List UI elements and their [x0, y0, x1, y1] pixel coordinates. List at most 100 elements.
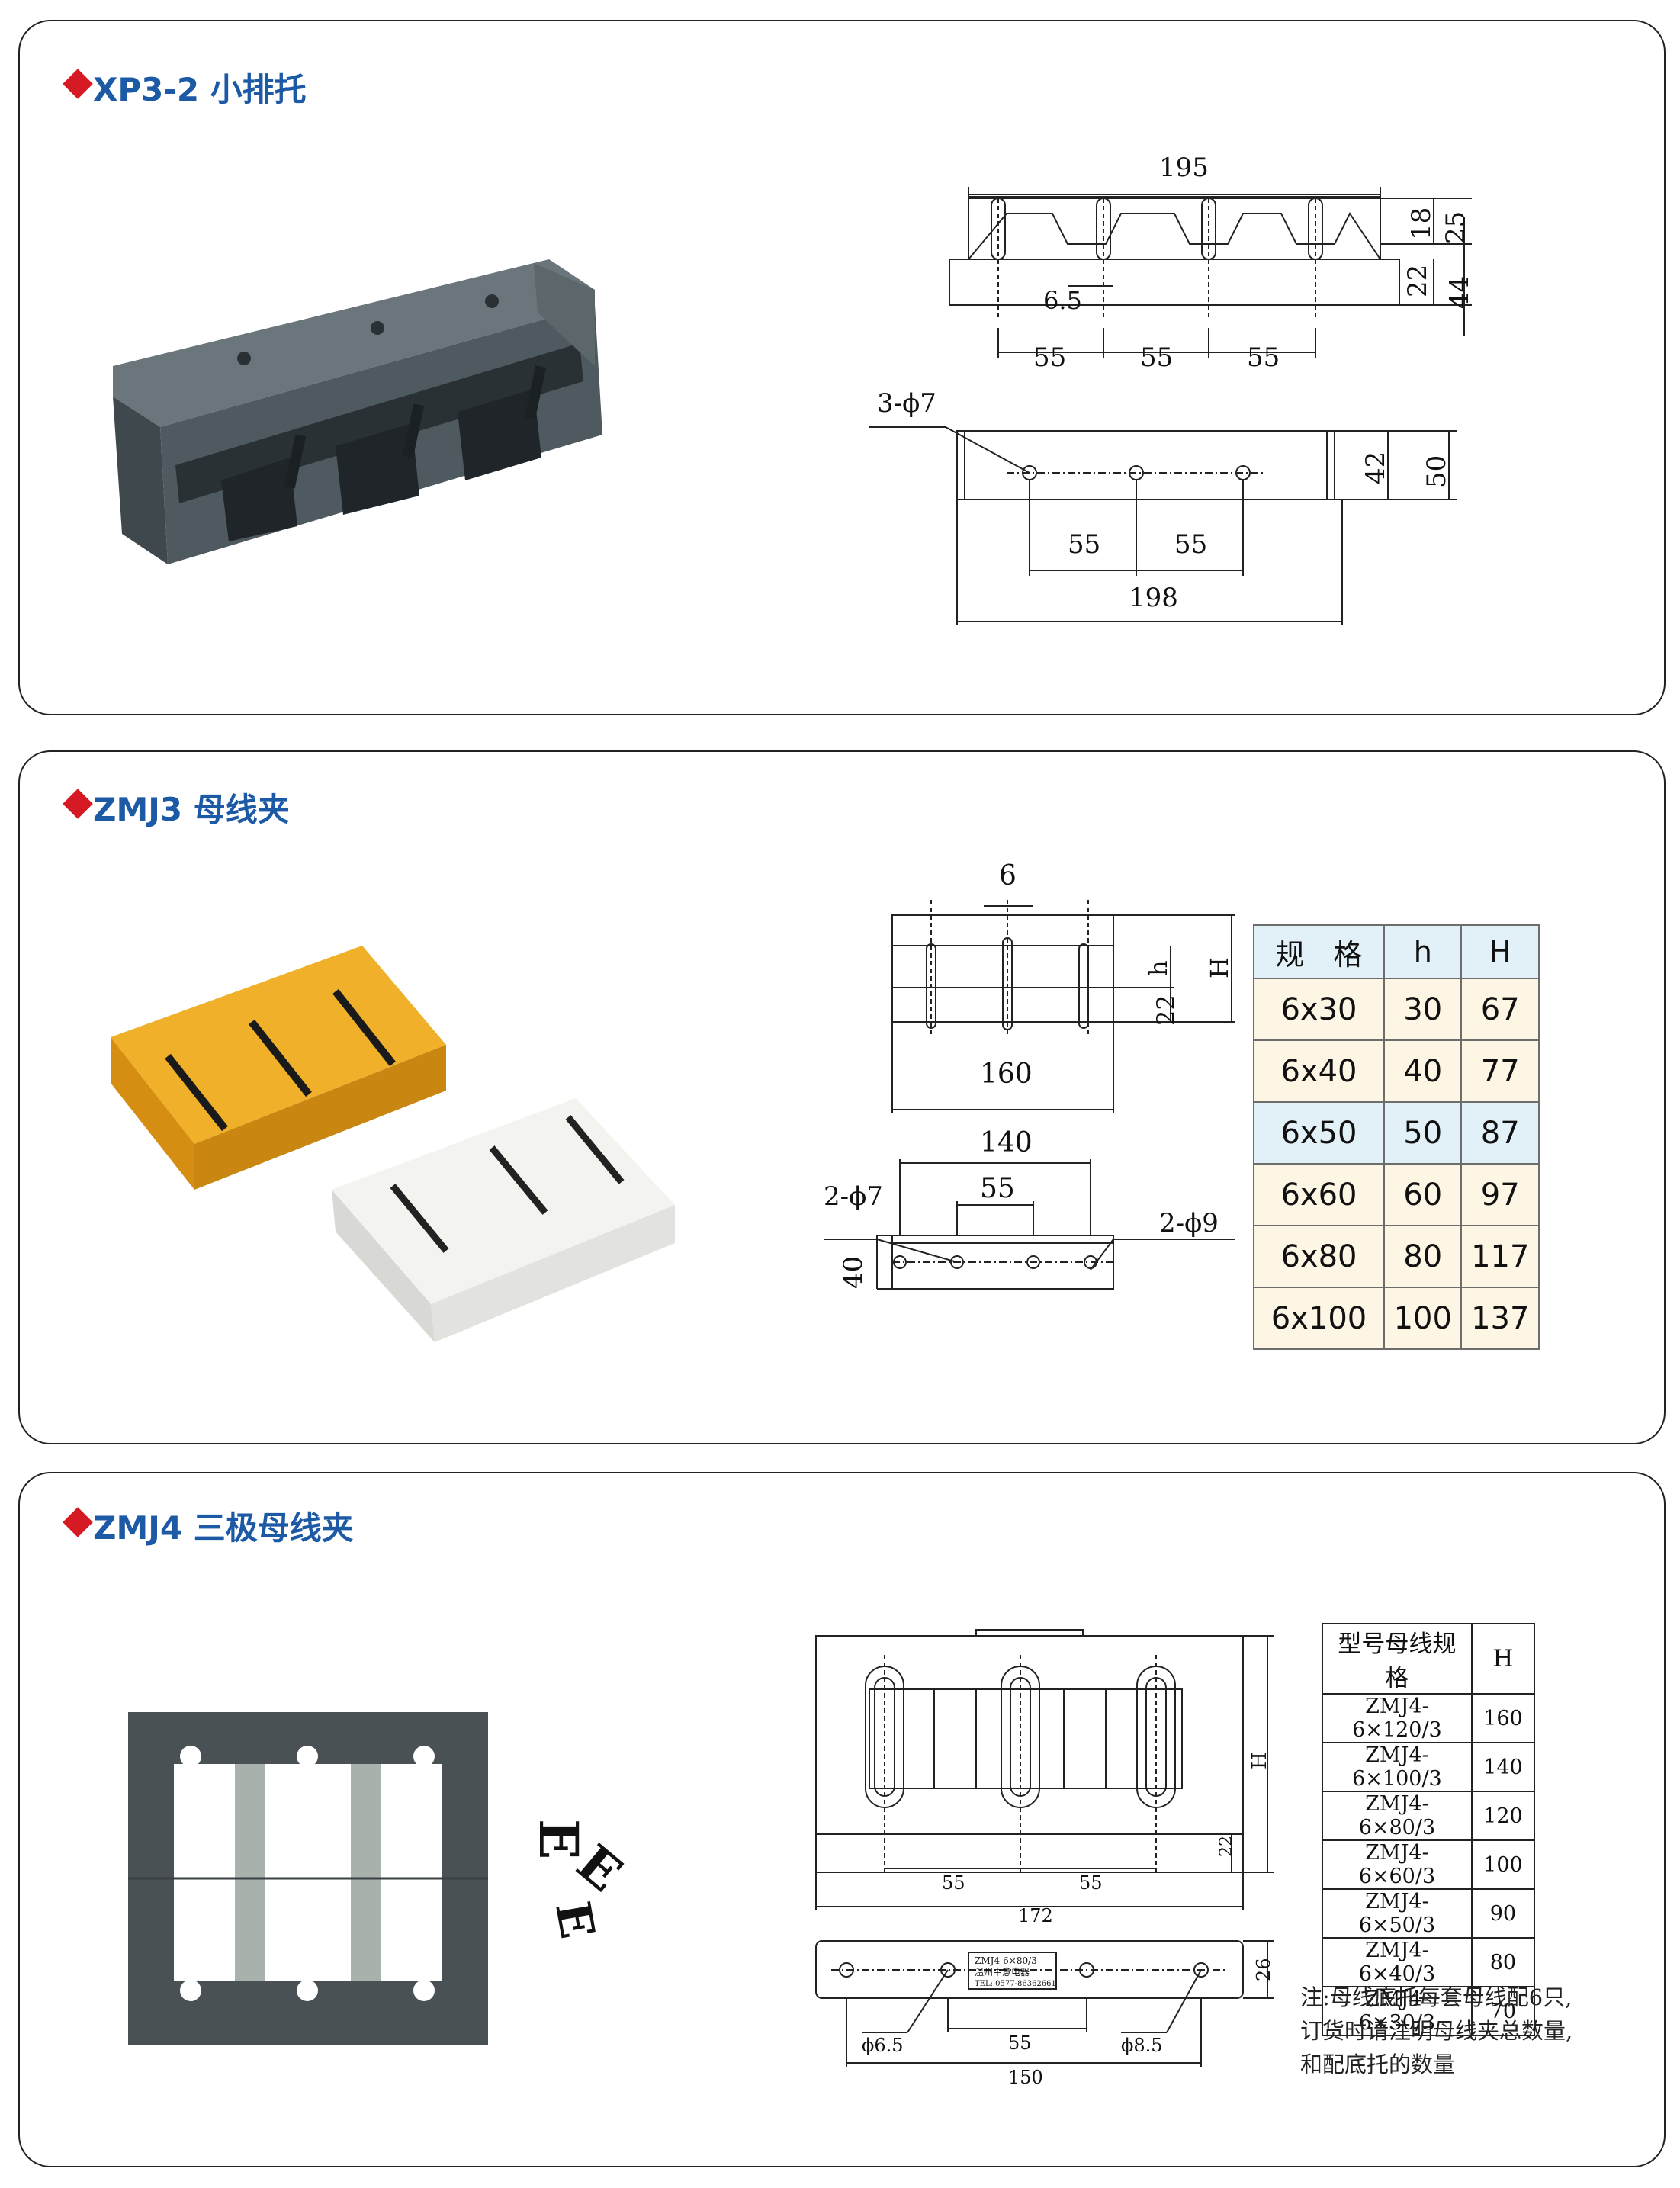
xp3-2-product-image	[113, 259, 602, 564]
table-cell: 77	[1460, 1039, 1540, 1103]
dim-140: 140	[980, 1127, 1033, 1158]
dim-H: H	[1205, 957, 1234, 978]
dim-3-phi7: 3-ϕ7	[877, 388, 936, 419]
dim-H: H	[1248, 1752, 1271, 1769]
header-spec: 规 格	[1253, 924, 1385, 979]
table-cell: ZMJ4-6×50/3	[1322, 1888, 1473, 1939]
dim-phi8-5: ϕ8.5	[1121, 2035, 1163, 2056]
table-cell: 6x40	[1253, 1039, 1385, 1103]
table-cell: 117	[1460, 1225, 1540, 1288]
table-cell: 6x50	[1253, 1101, 1385, 1165]
table-cell: 30	[1383, 978, 1463, 1041]
dim-plan-55: 55	[1008, 2032, 1032, 2054]
table-cell: ZMJ4-6×80/3	[1322, 1791, 1473, 1841]
table-header-row: 型号母线规格 H	[1322, 1623, 1536, 1695]
nameplate-line-2: 温州中意电器	[975, 1966, 1030, 1978]
table-cell: ZMJ4-6×120/3	[1322, 1693, 1473, 1743]
zmj3-product-image	[111, 946, 675, 1342]
table-cell: ZMJ4-6×30/3	[1322, 1986, 1473, 2036]
table-cell: 87	[1460, 1101, 1540, 1165]
svg-text:E: E	[544, 1897, 606, 1942]
dim-55-b: 55	[1079, 1872, 1103, 1894]
plan-dim-55-b: 55	[1174, 529, 1207, 560]
table-cell: 67	[1460, 978, 1540, 1041]
dim-25: 25	[1441, 211, 1471, 244]
section-title-zmj4: ZMJ4 三极母线夹	[93, 1509, 354, 1547]
dim-2-phi7: 2-ϕ7	[824, 1181, 883, 1212]
header-H: H	[1470, 1623, 1536, 1695]
dim-h: h	[1144, 960, 1173, 976]
table-cell: 40	[1383, 1039, 1463, 1103]
dim-6-5: 6.5	[1043, 286, 1082, 315]
order-note: 注:母线底托每套母线配6只, 订货时请注明母线夹总数量, 和配底托的数量	[1300, 1981, 1636, 2081]
table-cell: ZMJ4-6×100/3	[1322, 1742, 1473, 1792]
header-H: H	[1460, 924, 1540, 979]
dim-55-b: 55	[1140, 342, 1173, 373]
table-cell: 137	[1460, 1287, 1540, 1350]
dim-18: 18	[1406, 207, 1437, 240]
dim-6: 6	[999, 860, 1017, 892]
table-header-row: 规 格 h H	[1253, 924, 1540, 979]
dim-195: 195	[1159, 153, 1209, 183]
dim-26: 26	[1253, 1958, 1274, 1981]
dim-22: 22	[1217, 1836, 1236, 1857]
table-cell: 70	[1470, 1986, 1536, 2036]
zmj3-dimension-drawing: 6 h H 22 160 140 55 2-ϕ7 2-ϕ9 40	[824, 860, 1235, 1290]
section-title-zmj3: ZMJ3 母线夹	[93, 791, 290, 828]
dim-150: 150	[1008, 2067, 1043, 2086]
dim-40: 40	[838, 1256, 869, 1289]
table-cell: 6x100	[1253, 1287, 1385, 1350]
zmj4-dimension-drawing: H 22 55 55 172 26 ZMJ4-6×80/3 温州中意电器 TEL…	[815, 1629, 1274, 2086]
dim-55-c: 55	[1247, 342, 1280, 373]
note-line: 订货时请注明母线夹总数量,	[1300, 2018, 1573, 2044]
nameplate-line-1: ZMJ4-6×80/3	[975, 1955, 1037, 1966]
table-cell: 6x80	[1253, 1225, 1385, 1288]
dim-198: 198	[1129, 583, 1178, 613]
table-cell: 97	[1460, 1163, 1540, 1226]
table-cell: 100	[1383, 1287, 1463, 1350]
section-title-xp3-2: XP3-2 小排托	[93, 71, 307, 108]
table-cell: ZMJ4-6×40/3	[1322, 1937, 1473, 1987]
dim-22: 22	[1402, 265, 1433, 297]
nameplate-line-3: TEL: 0577-86362661	[975, 1980, 1056, 1988]
table-cell: ZMJ4-6×60/3	[1322, 1839, 1473, 1890]
dim-phi6-5: ϕ6.5	[862, 2035, 904, 2056]
dim-44: 44	[1444, 276, 1475, 309]
table-cell: 80	[1383, 1225, 1463, 1288]
header-model: 型号母线规格	[1322, 1623, 1473, 1695]
dim-55-a: 55	[1033, 342, 1066, 373]
dim-160: 160	[980, 1059, 1033, 1090]
table-cell: 90	[1470, 1888, 1536, 1939]
table-cell: 6x60	[1253, 1163, 1385, 1226]
dim-50: 50	[1421, 455, 1452, 488]
dim-55-a: 55	[942, 1872, 965, 1894]
table-cell: 160	[1470, 1693, 1536, 1743]
table-cell: 100	[1470, 1839, 1536, 1890]
svg-text:E: E	[527, 1819, 590, 1859]
xp3-2-dimension-drawing: 195 18 25 22 44 6.5 55 55 55 3-ϕ7 42 50 …	[869, 153, 1475, 625]
dim-42: 42	[1360, 451, 1391, 484]
dim-172: 172	[1018, 1905, 1053, 1926]
table-cell: 50	[1383, 1101, 1463, 1165]
table-cell: 140	[1470, 1742, 1536, 1792]
table-cell: 6x30	[1253, 978, 1385, 1041]
table-cell: 120	[1470, 1791, 1536, 1841]
dim-55: 55	[980, 1173, 1015, 1204]
plan-dim-55-a: 55	[1068, 529, 1100, 560]
zmj4-product-image: E E E	[128, 1712, 634, 2045]
